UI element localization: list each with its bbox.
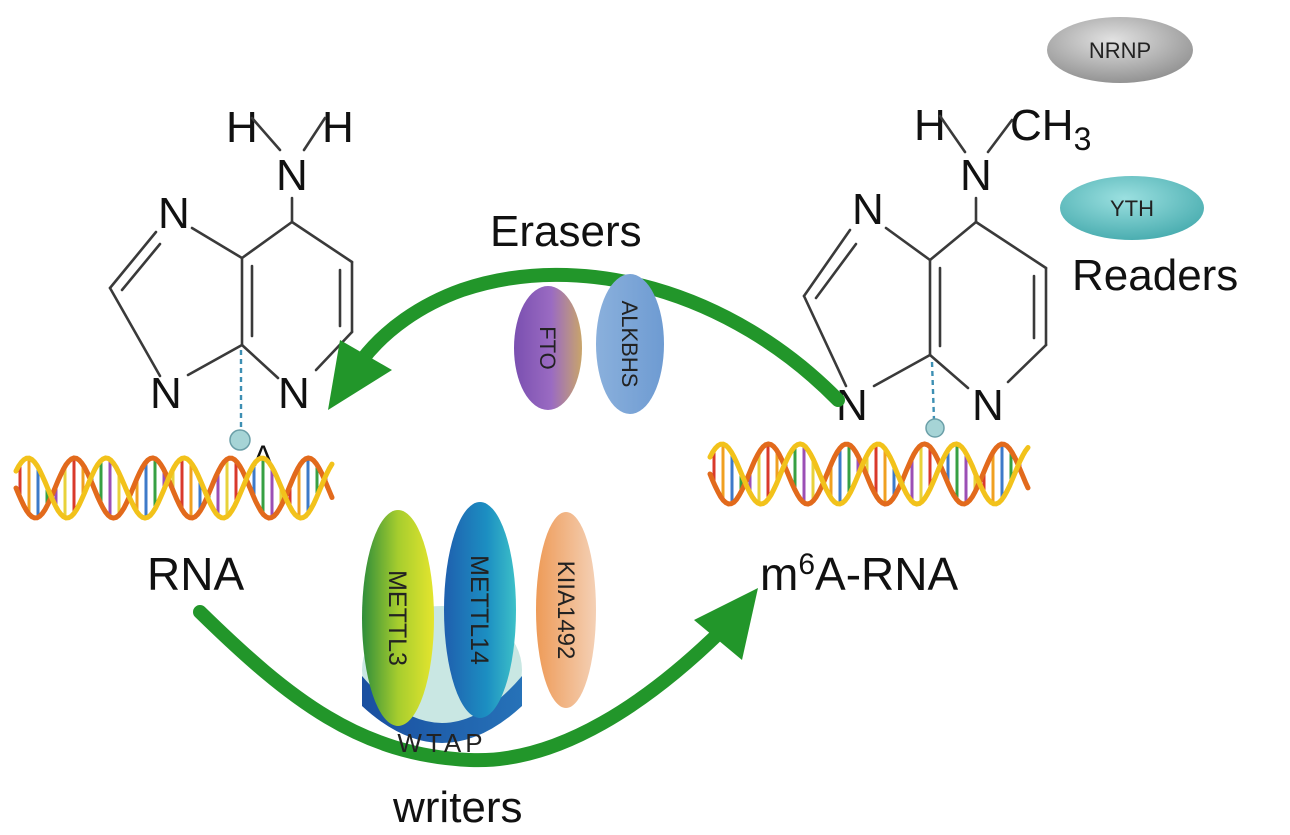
- ring-n9: N: [150, 369, 182, 418]
- modification-site-right: [925, 418, 945, 438]
- methyl-group: CH3: [1010, 101, 1091, 157]
- ring-n3: N: [278, 369, 310, 418]
- yth-label: YTH: [1110, 196, 1154, 221]
- modification-site-left: [229, 429, 251, 451]
- helix-strand-secondary: [13, 455, 335, 521]
- mettl14-protein: METTL14: [444, 502, 516, 718]
- adenine-structure: H H N N N N A: [108, 103, 354, 473]
- eraser-arrow: [328, 267, 845, 410]
- mettl3-label: METTL3: [383, 570, 411, 666]
- ring-n7: N: [158, 189, 190, 238]
- ribose-link-right: [930, 361, 936, 421]
- kiia1492-label: KIIA1492: [552, 561, 579, 660]
- writer-complex: WTAP METTL3 METTL14: [362, 502, 522, 758]
- amine-n: N: [276, 151, 308, 200]
- mettl14-label: METTL14: [465, 555, 493, 665]
- m6a-ring-n3: N: [972, 381, 1004, 430]
- methylamine-h: H: [914, 101, 946, 150]
- helix-strand-secondary: [707, 441, 1031, 507]
- kiia1492-protein: KIIA1492: [536, 512, 596, 708]
- helix-strand-primary: [13, 455, 335, 521]
- yth-protein: YTH: [1060, 176, 1204, 240]
- amine-h-right: H: [322, 103, 354, 152]
- fto-label: FTO: [535, 326, 560, 370]
- wtap-protein: WTAP: [397, 728, 486, 758]
- nrnp-label: NRNP: [1089, 38, 1151, 63]
- m6a-rna-label: m6A-RNA: [760, 548, 958, 600]
- writer-arrow: [193, 588, 758, 768]
- nrnp-protein: NRNP: [1047, 17, 1193, 83]
- writers-label: writers: [392, 783, 523, 832]
- m6a-ring-n7: N: [852, 185, 884, 234]
- rna-label: RNA: [147, 548, 244, 600]
- m6a-bonds: [802, 114, 1048, 390]
- amine-h-left: H: [226, 103, 258, 152]
- alkbhs-label: ALKBHS: [617, 301, 642, 388]
- erasers-label: Erasers: [490, 207, 642, 256]
- adenine-bonds: [108, 116, 354, 380]
- alkbhs-protein: ALKBHS: [596, 274, 664, 414]
- methylamine-n: N: [960, 151, 992, 200]
- fto-protein: FTO: [514, 286, 582, 410]
- rna-helix-left: [13, 455, 335, 521]
- readers-label: Readers: [1072, 251, 1238, 300]
- wtap-label: WTAP: [397, 728, 486, 758]
- rna-helix-right: [707, 441, 1031, 507]
- mettl3-protein: METTL3: [362, 510, 434, 726]
- helix-strand-primary: [707, 441, 1031, 507]
- m6a-structure: H CH3 N N N N: [802, 101, 1091, 438]
